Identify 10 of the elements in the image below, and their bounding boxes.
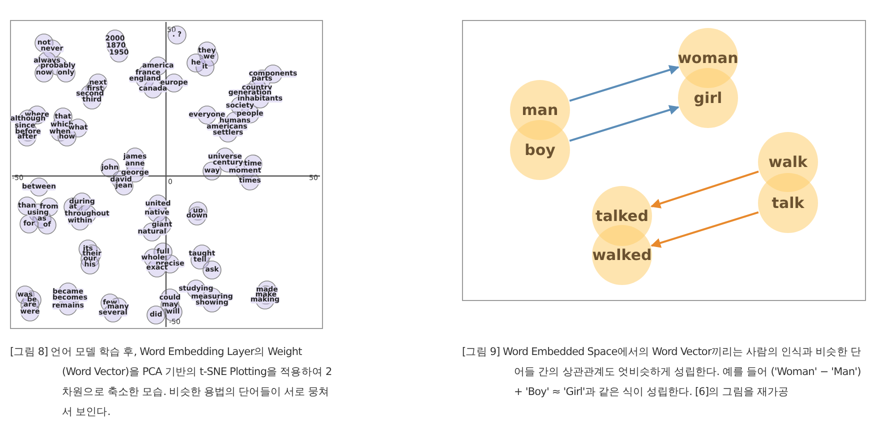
arrow — [569, 65, 680, 102]
word-circle: walked — [592, 225, 652, 285]
arrow — [569, 105, 680, 142]
word-circle: boy — [510, 120, 570, 180]
arrow — [650, 211, 759, 248]
figure-caption: [그림 9] Word Embedded Space에서의 Word Vector끼리는 사람의 인식과 비슷한 단어들 간의 상관관계도 엇비슷하게 성립한다. 예를 들어 ('Woman' − 'Man') + 'Boy' ≈ 'Girl'과 같은 식이 성립한다. [6]의 그림을 재가공 — [462, 345, 862, 400]
figure-caption: [그림 8] 언어 모델 학습 후, Word Embedding Layer의 Weight (Word Vector)을 PCA 기반의 t-SNE Plotting을 적용하여 2차원으로 축소한 모습. 비슷한 용법의 단어들이 서로 뭉쳐서 보인다. — [10, 345, 332, 420]
word-circle: girl — [678, 68, 738, 128]
arrow — [650, 170, 759, 208]
word-circle: talk — [758, 173, 818, 233]
